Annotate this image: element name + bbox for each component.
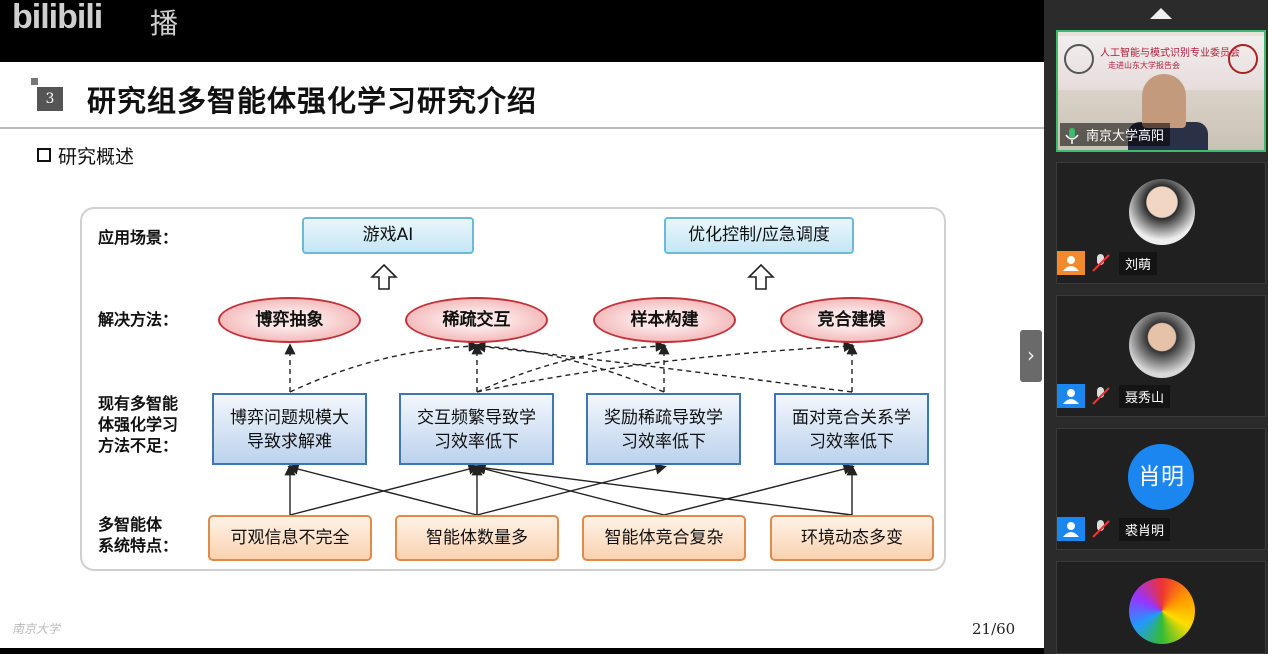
participant-tile[interactable]: 刘萌 [1056,162,1266,284]
university-seal-icon [1064,44,1094,74]
section-marker-dot [31,78,38,85]
participant-avatar [1129,312,1195,378]
method-gap-line: 奖励稀疏导致学 [604,408,723,428]
university-watermark: 南京大学 [12,622,61,636]
diagram-connectors [284,340,858,516]
person-icon [1057,517,1085,541]
method-gap-line: 习效率低下 [621,432,706,452]
row-label-gaps-line: 现有多智能 [98,394,179,413]
university-seal-icon [1228,44,1258,74]
person-icon [1057,251,1085,275]
method-gap-line: 面对竞合关系学 [792,408,911,428]
player-top-bar: bilibili 播 [0,0,1044,62]
solution-ellipse: 样本构建 [593,297,736,343]
live-label: 播 [150,7,179,40]
method-gap-box: 博弈问题规模大 导致求解难 [212,393,367,465]
title-divider [0,127,1044,129]
section-number: 3 [37,87,63,111]
participant-tile[interactable]: 聂秀山 [1056,295,1266,417]
hollow-up-arrow-icon [370,263,398,290]
microphone-muted-icon [1092,254,1110,272]
row-label-gaps-line: 方法不足： [98,436,179,455]
participant-avatar [1129,179,1195,245]
bilibili-logo: bilibili [12,0,103,36]
solution-ellipse: 博弈抽象 [218,297,361,343]
row-label-features-line: 系统特点： [98,536,179,555]
row-label-application: 应用场景： [98,228,179,247]
solution-ellipse: 稀疏交互 [405,297,548,343]
research-overview-diagram: 应用场景： 解决方法： 现有多智能 体强化学习 方法不足： 多智能体 系统特点：… [80,207,946,571]
row-label-features-line: 多智能体 [98,515,163,534]
method-gap-line: 习效率低下 [809,432,894,452]
hollow-up-arrow-icon [747,263,775,290]
triangle-up-icon[interactable] [1148,6,1174,20]
method-gap-line: 导致求解难 [247,432,332,452]
row-label-features: 多智能体 系统特点： [98,514,178,556]
participant-tile-presenter[interactable]: 人工智能与模式识别专业委员会 走进山东大学报告会 南京大学高阳 [1056,30,1266,152]
participant-name: 聂秀山 [1119,385,1171,408]
row-label-solutions: 解决方法： [98,310,179,329]
participant-avatar [1129,578,1195,644]
row-label-gaps-line: 体强化学习 [98,415,179,434]
system-feature-box: 可观信息不完全 [208,515,372,561]
method-gap-line: 习效率低下 [434,432,519,452]
system-feature-box: 环境动态多变 [770,515,934,561]
method-gap-line: 博弈问题规模大 [230,408,349,428]
system-feature-box: 智能体数量多 [395,515,559,561]
participant-name: 刘萌 [1119,252,1158,275]
participant-initials-avatar: 肖明 [1128,444,1194,510]
banner-title: 人工智能与模式识别专业委员会 [1100,48,1240,59]
presenter-name-label: 南京大学高阳 [1060,123,1171,146]
slide-subheading: 研究概述 [58,146,135,168]
banner-subtitle: 走进山东大学报告会 [1108,61,1180,70]
presenter-video: 人工智能与模式识别专业委员会 走进山东大学报告会 [1058,32,1264,150]
application-box: 优化控制/应急调度 [664,217,854,254]
solution-ellipse: 竞合建模 [780,297,923,343]
method-gap-box: 面对竞合关系学 习效率低下 [774,393,929,465]
checkbox-bullet-icon [37,148,51,162]
microphone-icon [1065,128,1079,144]
chevron-right-icon[interactable]: › [1020,330,1042,382]
application-box: 游戏AI [302,217,474,254]
method-gap-line: 交互频繁导致学 [417,408,536,428]
participant-tile[interactable] [1056,561,1266,654]
method-gap-box: 奖励稀疏导致学 习效率低下 [586,393,741,465]
microphone-muted-icon [1092,387,1110,405]
microphone-muted-icon [1092,520,1110,538]
participant-name: 裘肖明 [1119,518,1171,541]
slide-title: 研究组多智能体强化学习研究介绍 [87,84,538,118]
presentation-slide: 3 研究组多智能体强化学习研究介绍 研究概述 [0,62,1044,648]
person-icon [1057,384,1085,408]
presenter-face [1142,74,1186,128]
system-feature-box: 智能体竞合复杂 [582,515,746,561]
method-gap-box: 交互频繁导致学 习效率低下 [399,393,554,465]
player-bottom-edge [0,648,1044,654]
slide-page-number: 21/60 [972,620,1016,638]
row-label-gaps: 现有多智能 体强化学习 方法不足： [98,393,178,456]
